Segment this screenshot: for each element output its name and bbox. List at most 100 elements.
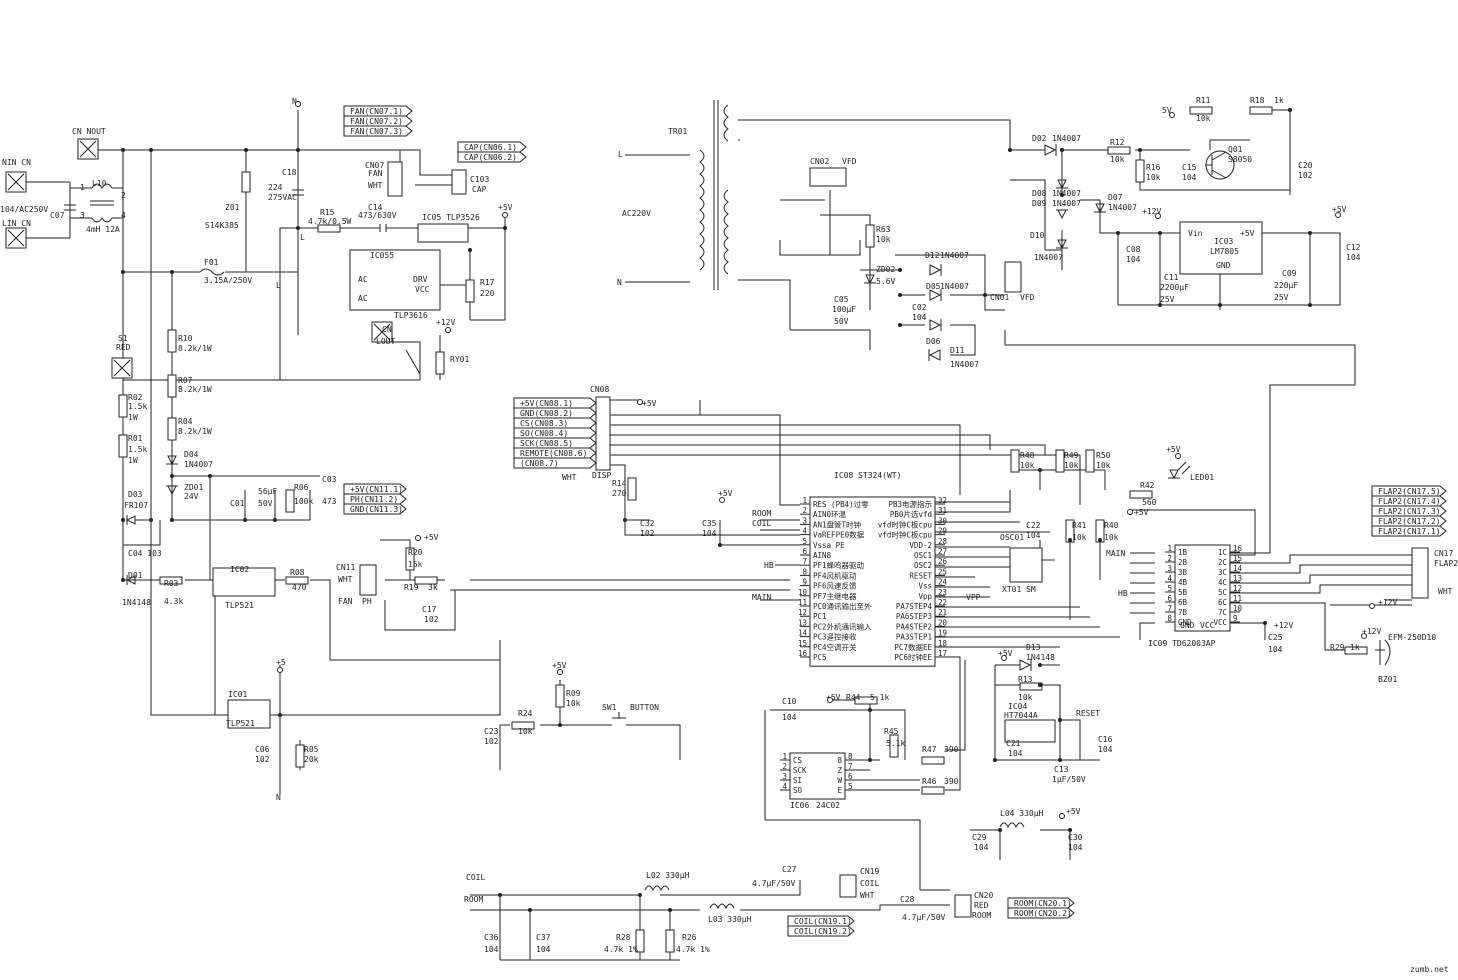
label-c12: C12 bbox=[1346, 243, 1361, 252]
ic09-pin-number: 14 bbox=[1233, 564, 1243, 573]
ic08-pin-label: OSC2 bbox=[914, 561, 932, 570]
flag-disp-0 bbox=[513, 397, 597, 409]
junction-dot bbox=[868, 758, 872, 762]
ic08-pin-number: 32 bbox=[938, 496, 947, 505]
supply-terminal bbox=[445, 327, 451, 333]
label-sw1: SW1 bbox=[602, 703, 617, 712]
flag-cap-1 bbox=[457, 151, 527, 163]
label-c32: C32 bbox=[640, 519, 655, 528]
junction-dot bbox=[243, 518, 247, 522]
junction-dot bbox=[1308, 303, 1312, 307]
label-l03: L03 330μH bbox=[708, 915, 752, 924]
label-ac1: AC bbox=[358, 275, 368, 284]
label-d03: D03 bbox=[128, 490, 143, 499]
label-flap2: FLAP2 bbox=[1434, 559, 1458, 568]
ic08-body bbox=[809, 496, 936, 667]
label-c13: C13 bbox=[1054, 765, 1069, 774]
supply-terminal bbox=[502, 212, 508, 218]
label-p5v_r20: +5V bbox=[424, 533, 439, 542]
ic09-pin-label: 6B bbox=[1178, 598, 1188, 607]
ic08-pin-number: 16 bbox=[798, 649, 808, 658]
label-r02w: 1W bbox=[128, 413, 138, 422]
supply-terminal bbox=[1361, 633, 1367, 639]
junction-dot bbox=[898, 268, 902, 272]
label-hb2: HB bbox=[1118, 589, 1128, 598]
ic08-pin-label: PF1蜂鸣器驱动 bbox=[813, 560, 865, 570]
flag-cn11-1 bbox=[343, 493, 407, 505]
label-d04: D04 bbox=[184, 450, 199, 459]
label-r41v: 10k bbox=[1072, 533, 1087, 542]
junction-dot bbox=[121, 270, 125, 274]
label-cn19: CN19 bbox=[860, 867, 879, 876]
supply-terminal bbox=[1369, 603, 1375, 609]
junction-dot bbox=[668, 908, 672, 912]
label-trn: N bbox=[617, 278, 622, 287]
supply-terminal bbox=[1001, 655, 1007, 661]
label-l10p2: 2 bbox=[121, 191, 126, 200]
label-d01v: 1N4148 bbox=[122, 598, 151, 607]
label-p12v_ry: +12V bbox=[436, 318, 455, 327]
supply-terminal bbox=[1335, 212, 1341, 218]
label-r11: R11 bbox=[1196, 96, 1211, 105]
label-p5v_c10: +5V bbox=[826, 693, 841, 702]
label-c25: C25 bbox=[1268, 633, 1283, 642]
label-c16: C16 bbox=[1098, 735, 1113, 744]
label-ic04: IC04 bbox=[1008, 702, 1027, 711]
ic08-pin-label: PF6风速反馈 bbox=[813, 581, 857, 591]
label-cn02: CN02 bbox=[810, 157, 829, 166]
supply-terminal bbox=[1127, 509, 1133, 515]
ic08-pin-number: 13 bbox=[798, 618, 807, 627]
label-d05: D05 bbox=[926, 282, 941, 291]
label-cnout: CN NOUT bbox=[72, 127, 106, 136]
label-c15v: 104 bbox=[1182, 173, 1197, 182]
label-gnd09: GND bbox=[1180, 621, 1195, 630]
label-c01: C01 bbox=[230, 499, 245, 508]
ic06-pin-label: W bbox=[837, 776, 842, 785]
label-wht08: WHT bbox=[562, 473, 577, 482]
label-p5v_l04: +5V bbox=[1066, 807, 1081, 816]
label-tlp521b: TLP521 bbox=[226, 719, 255, 728]
ic06-pin-label: SO bbox=[793, 786, 803, 795]
label-vpp: VPP bbox=[966, 593, 981, 602]
r15-body bbox=[317, 224, 341, 233]
label-vcc: VCC bbox=[415, 285, 430, 294]
label-c04: C04 103 bbox=[128, 549, 162, 558]
ic06-pin-number: 2 bbox=[782, 762, 787, 771]
label-cn01: CN01 bbox=[990, 293, 1009, 302]
label-hb_in: HB bbox=[764, 561, 774, 570]
ic08-pin-number: 24 bbox=[938, 578, 948, 587]
label-s1: S1 bbox=[118, 334, 128, 343]
label-r17: R17 bbox=[480, 278, 495, 287]
label-zd01: ZD01 bbox=[184, 483, 203, 492]
ic08-pin-number: 15 bbox=[798, 639, 807, 648]
ic08-pin-label: PC5 bbox=[813, 653, 827, 662]
label-cap: CAP bbox=[472, 185, 487, 194]
label-d09: D09 bbox=[1032, 199, 1047, 208]
label-d03v: FR107 bbox=[124, 501, 148, 510]
junction-dot bbox=[718, 543, 722, 547]
ic09-pin-number: 9 bbox=[1233, 614, 1238, 623]
junction-dot bbox=[983, 293, 987, 297]
label-c29v: 104 bbox=[974, 843, 989, 852]
ic08-pin-number: 28 bbox=[938, 537, 948, 546]
ic09-pin-number: 7 bbox=[1167, 604, 1172, 613]
label-r06v: 100k bbox=[294, 497, 313, 506]
label-r16: R16 bbox=[1146, 163, 1161, 172]
junction-dot bbox=[278, 713, 282, 717]
junction-dot bbox=[121, 148, 125, 152]
junction-dot bbox=[503, 226, 507, 230]
label-r20v: 15k bbox=[408, 560, 423, 569]
ic08-pin-number: 23 bbox=[938, 588, 947, 597]
label-zd02v: 5.6V bbox=[876, 277, 895, 286]
label-c17v: 102 bbox=[424, 615, 439, 624]
label-c37v: 104 bbox=[536, 945, 551, 954]
junction-dot bbox=[1038, 683, 1042, 687]
label-c03v: 473 bbox=[322, 497, 337, 506]
ic08-pin-number: 5 bbox=[802, 537, 807, 546]
ic08-pin-number: 29 bbox=[938, 527, 947, 536]
ic06-pin-number: 5 bbox=[848, 782, 853, 791]
ic06-body bbox=[789, 752, 846, 800]
label-tlp521a: TLP521 bbox=[225, 601, 254, 610]
label-c15: C15 bbox=[1182, 163, 1197, 172]
